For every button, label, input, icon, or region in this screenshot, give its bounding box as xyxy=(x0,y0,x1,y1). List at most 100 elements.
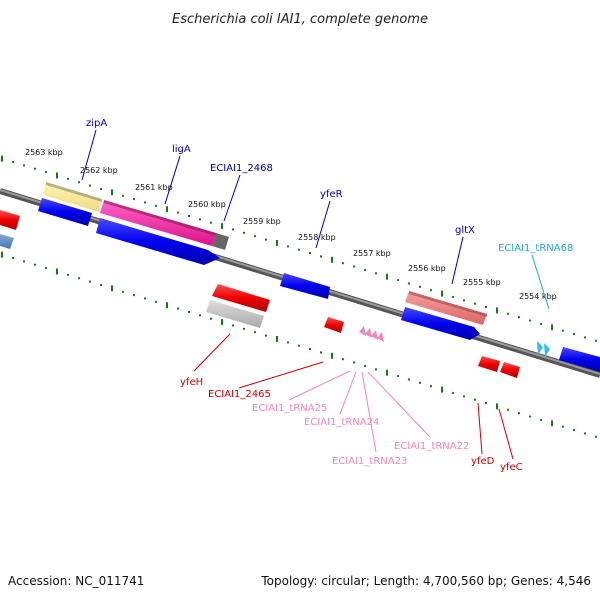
label-liga[interactable]: ligA xyxy=(172,144,191,155)
feature-block-yfec[interactable] xyxy=(500,362,520,378)
scale-tick xyxy=(518,316,520,319)
scale-tick xyxy=(320,255,322,258)
scale-tick xyxy=(331,256,333,263)
scale-tick xyxy=(12,160,14,163)
label-eciai1-trna25[interactable]: ECIAI1_tRNA25 xyxy=(252,403,327,414)
scale-tick xyxy=(474,302,476,305)
scale-tick xyxy=(474,398,476,401)
scale-tick xyxy=(485,402,487,405)
scale-tick xyxy=(353,265,355,268)
feature-block-forward-right[interactable] xyxy=(559,347,600,372)
scale-tick xyxy=(67,273,69,276)
scale-tick xyxy=(529,415,531,418)
scale-tick xyxy=(188,214,190,217)
label-gltx[interactable]: gltX xyxy=(455,225,475,236)
scale-tick xyxy=(89,280,91,283)
scale-tick xyxy=(265,238,267,241)
scale-tick xyxy=(529,319,531,322)
feature-block-eciai1-2468[interactable] xyxy=(212,233,229,250)
scale-tick xyxy=(56,172,58,179)
scale-tick xyxy=(507,312,509,315)
label-eciai1-2468[interactable]: ECIAI1_2468 xyxy=(210,163,273,174)
scale-tick xyxy=(353,361,355,364)
label-yfer[interactable]: yfeR xyxy=(320,189,343,200)
scale-tick xyxy=(287,245,289,248)
scale-tick xyxy=(1,155,3,162)
label-zipa[interactable]: zipA xyxy=(86,118,107,129)
scale-tick xyxy=(243,327,245,330)
label-eciai1-2465[interactable]: ECIAI1_2465 xyxy=(208,389,271,400)
feature-block-liga[interactable] xyxy=(100,200,216,246)
scale-tick xyxy=(463,395,465,398)
feature-block-trnas[interactable] xyxy=(359,326,384,342)
scale-label-2560: 2560 kbp xyxy=(188,200,226,209)
scale-tick xyxy=(375,368,377,371)
scale-tick xyxy=(507,408,509,411)
scale-tick xyxy=(144,201,146,204)
feature-block-eciai1-2465[interactable] xyxy=(206,300,264,328)
scale-tick xyxy=(397,375,399,378)
scale-tick xyxy=(100,283,102,286)
scale-tick xyxy=(551,324,553,331)
scale-tick xyxy=(540,418,542,421)
scale-tick xyxy=(34,167,36,170)
scale-tick xyxy=(408,378,410,381)
scale-tick xyxy=(67,177,69,180)
label-yfeh[interactable]: yfeH xyxy=(180,377,203,388)
scale-tick xyxy=(551,420,553,427)
feature-block-gltx-upper[interactable] xyxy=(405,291,487,325)
scale-tick xyxy=(1,251,3,258)
scale-tick xyxy=(518,412,520,415)
label-yfec[interactable]: yfeC xyxy=(500,462,523,473)
scale-tick xyxy=(584,432,586,435)
scale-label-2554: 2554 kbp xyxy=(519,292,557,301)
scale-tick xyxy=(177,211,179,214)
feature-block-zipa-row[interactable] xyxy=(43,182,102,212)
scale-tick xyxy=(419,381,421,384)
feature-labels: zipA ligA ECIAI1_2468 yfeR gltX ECIAI1_t… xyxy=(86,118,573,473)
feature-block-forward-2[interactable] xyxy=(0,210,20,230)
label-yfed[interactable]: yfeD xyxy=(471,456,495,467)
scale-tick xyxy=(364,268,366,271)
feature-block-forward-3[interactable] xyxy=(0,234,14,249)
scale-label-2558: 2558 kbp xyxy=(298,233,336,242)
scale-label-2559: 2559 kbp xyxy=(243,217,281,226)
label-eciai1-trna23[interactable]: ECIAI1_tRNA23 xyxy=(332,456,407,467)
scale-tick xyxy=(364,364,366,367)
scale-label-2561: 2561 kbp xyxy=(135,183,173,192)
scale-tick xyxy=(89,184,91,187)
scale-tick xyxy=(298,248,300,251)
scale-tick xyxy=(562,425,564,428)
scale-tick xyxy=(375,272,377,275)
scale-tick xyxy=(342,262,344,265)
feature-block-forward-1[interactable] xyxy=(38,198,92,226)
feature-block-reverse-small[interactable] xyxy=(324,317,344,333)
scale-tick xyxy=(485,306,487,309)
scale-tick xyxy=(452,295,454,298)
label-eciai1-trna24[interactable]: ECIAI1_tRNA24 xyxy=(304,417,379,428)
scale-tick xyxy=(254,235,256,238)
label-eciai1-trna68[interactable]: ECIAI1_tRNA68 xyxy=(498,243,573,254)
feature-block-yfer[interactable] xyxy=(280,273,330,299)
feature-block-yfeh[interactable] xyxy=(212,284,270,312)
feature-block-gltx[interactable] xyxy=(401,307,480,340)
label-eciai1-trna22[interactable]: ECIAI1_tRNA22 xyxy=(394,441,469,452)
map-title: Escherichia coli IAI1, complete genome xyxy=(172,12,428,27)
scale-tick xyxy=(441,386,443,393)
scale-tick xyxy=(111,189,113,196)
scale-tick xyxy=(408,282,410,285)
scale-tick xyxy=(265,334,267,337)
scale-tick xyxy=(177,307,179,310)
feature-block-yfed[interactable] xyxy=(478,356,500,372)
scale-tick xyxy=(23,164,25,167)
scale-tick xyxy=(562,329,564,332)
scale-tick xyxy=(78,181,80,184)
feature-block-eciai1-trna68[interactable] xyxy=(537,341,550,357)
scale-tick xyxy=(276,239,278,246)
scale-tick xyxy=(34,263,36,266)
feature-block-ligA-lower[interactable] xyxy=(96,218,220,265)
scale-tick xyxy=(397,279,399,282)
scale-tick xyxy=(584,336,586,339)
scale-tick xyxy=(199,314,201,317)
